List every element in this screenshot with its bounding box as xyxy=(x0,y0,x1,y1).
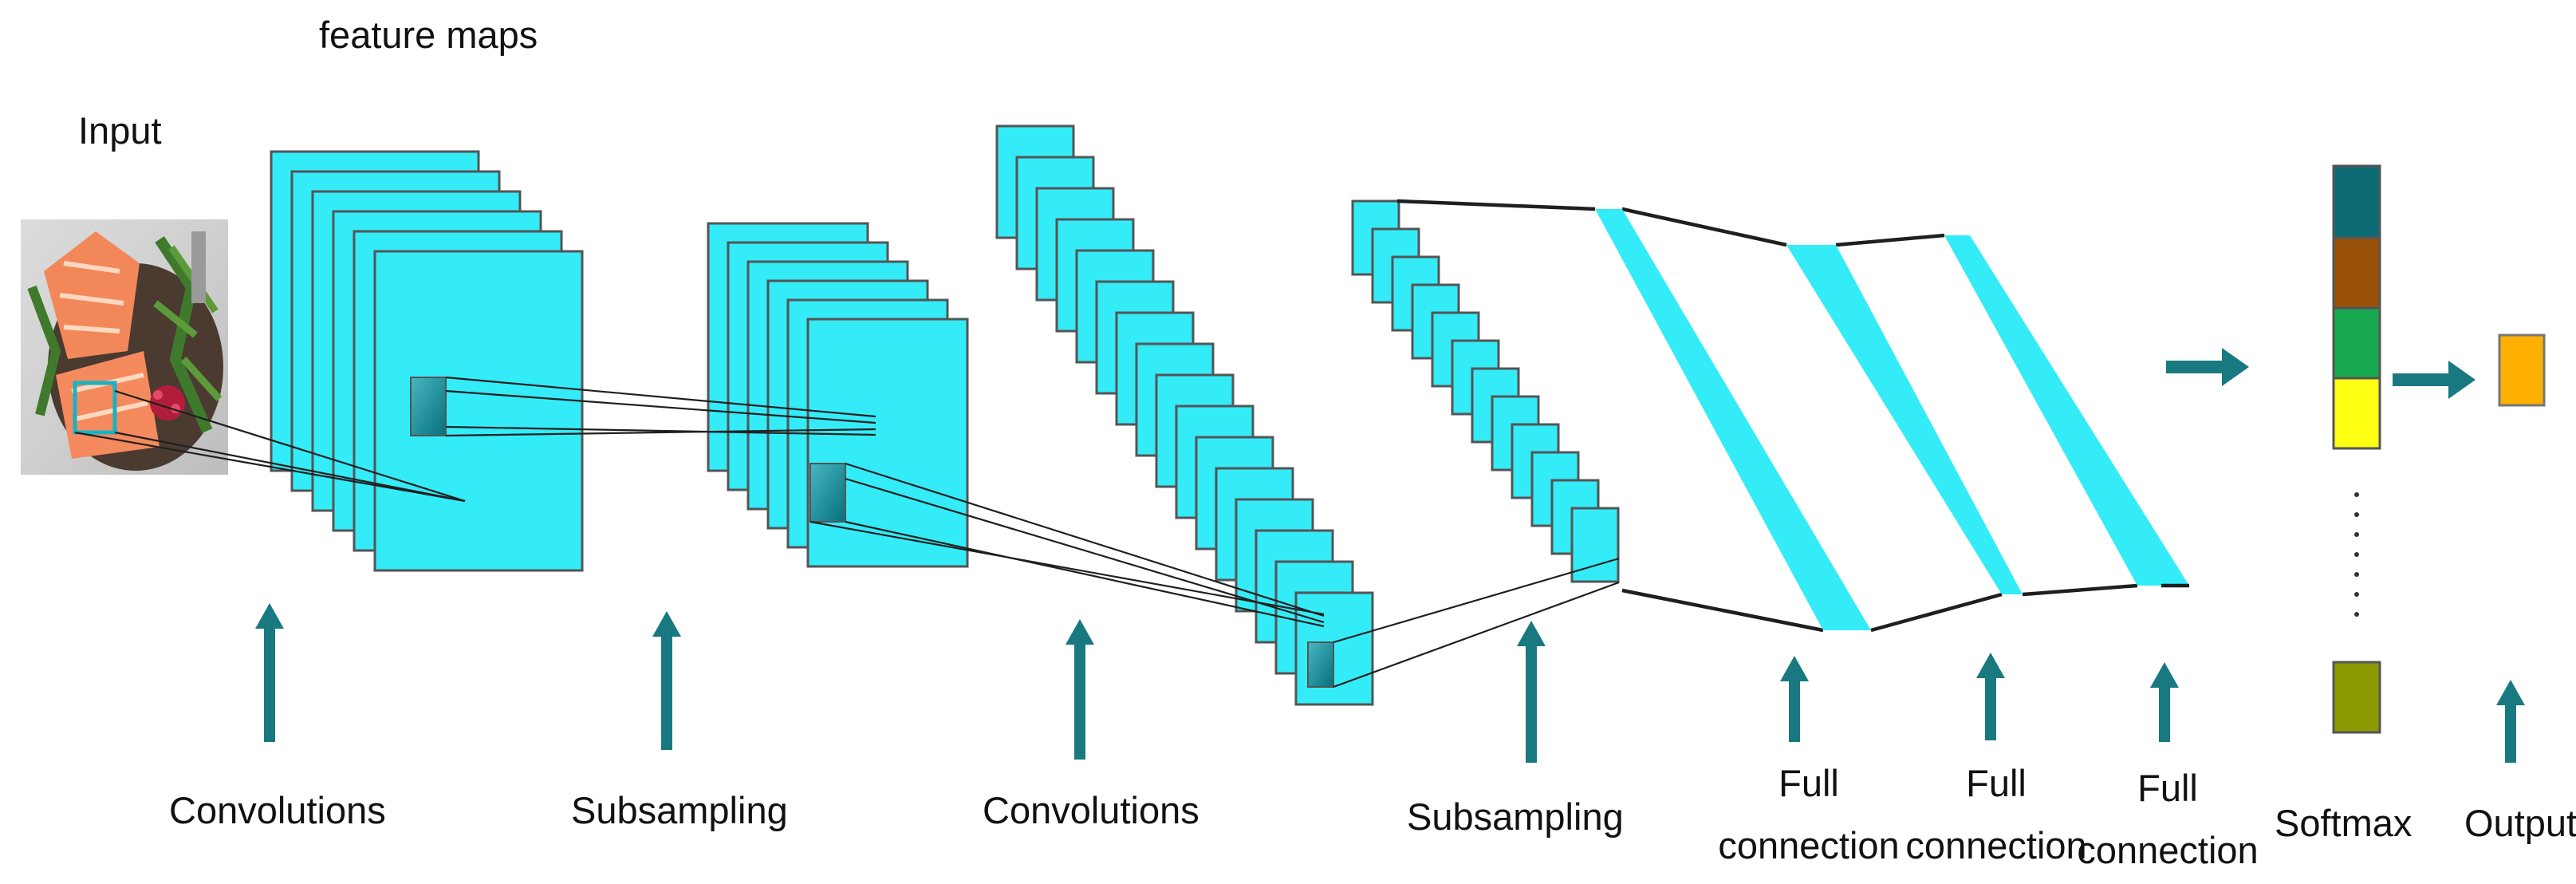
convolutions-label-2: Convolutions xyxy=(983,789,1199,831)
full-connection-label-1-line2: connection xyxy=(1718,824,1899,866)
input-label: Input xyxy=(78,109,162,152)
up-arrow-convolutions-1 xyxy=(255,603,284,742)
input-receptive-field xyxy=(73,381,117,435)
up-arrow-convolutions-2 xyxy=(1065,619,1094,760)
feature-maps-label: feature maps xyxy=(319,14,538,56)
full-connection-band-1 xyxy=(1595,209,1871,630)
full-connection-label-2-line1: Full xyxy=(1966,762,2027,804)
up-arrow-full-connection-1 xyxy=(1780,656,1809,742)
full-connection-band-2 xyxy=(1786,245,2023,594)
subsampling-label-1: Subsampling xyxy=(571,789,788,831)
softmax-cell-2 xyxy=(2332,236,2381,310)
subsampling-map-1-6 xyxy=(806,318,969,568)
kernel-3 xyxy=(1307,641,1334,688)
convolutions-label-1: Convolutions xyxy=(169,789,386,831)
full-connection-layers xyxy=(1396,199,2189,633)
softmax-label: Softmax xyxy=(2275,802,2412,844)
input-image xyxy=(21,219,228,475)
right-arrow-to-softmax xyxy=(2166,348,2249,386)
kernel-2 xyxy=(809,463,846,523)
up-arrow-full-connection-3 xyxy=(2150,662,2179,742)
output-box xyxy=(2498,333,2546,407)
kernel-1 xyxy=(410,377,447,436)
softmax-cell-1 xyxy=(2332,164,2381,239)
full-connection-label-3-line1: Full xyxy=(2137,767,2198,809)
right-arrow-to-output xyxy=(2393,361,2476,399)
up-arrow-subsampling-2 xyxy=(1517,621,1546,763)
feature-maps-stack-1 xyxy=(270,150,584,572)
arrows-group xyxy=(255,348,2525,763)
subsampling-maps-stack-1 xyxy=(707,222,969,568)
ellipsis-dots xyxy=(2354,492,2359,617)
full-connection-band-3 xyxy=(1944,235,2189,586)
softmax-cell-last xyxy=(2332,661,2381,734)
feature-map-1-6 xyxy=(373,250,584,572)
subsampling-maps-stack-2 xyxy=(1351,199,1620,583)
softmax-cell-3 xyxy=(2332,306,2381,380)
receptive-field-lines xyxy=(74,376,1620,689)
full-connection-label-3-line2: connection xyxy=(2077,829,2258,871)
subsampling-label-2: Subsampling xyxy=(1407,795,1624,838)
softmax-vector xyxy=(2332,164,2381,734)
full-connection-label-2-line2: connection xyxy=(1905,824,2086,866)
subsampling-map-2-12 xyxy=(1570,507,1620,583)
up-arrow-full-connection-2 xyxy=(1976,653,2005,740)
labels: feature maps Input Convolutions Subsampl… xyxy=(78,14,2576,871)
output-label: Output xyxy=(2464,802,2576,844)
feature-maps-stack-2 xyxy=(995,124,1374,706)
softmax-cell-4 xyxy=(2332,377,2381,450)
up-arrow-output xyxy=(2496,680,2525,763)
full-connection-label-1-line1: Full xyxy=(1778,762,1839,804)
up-arrow-subsampling-1 xyxy=(652,611,681,750)
